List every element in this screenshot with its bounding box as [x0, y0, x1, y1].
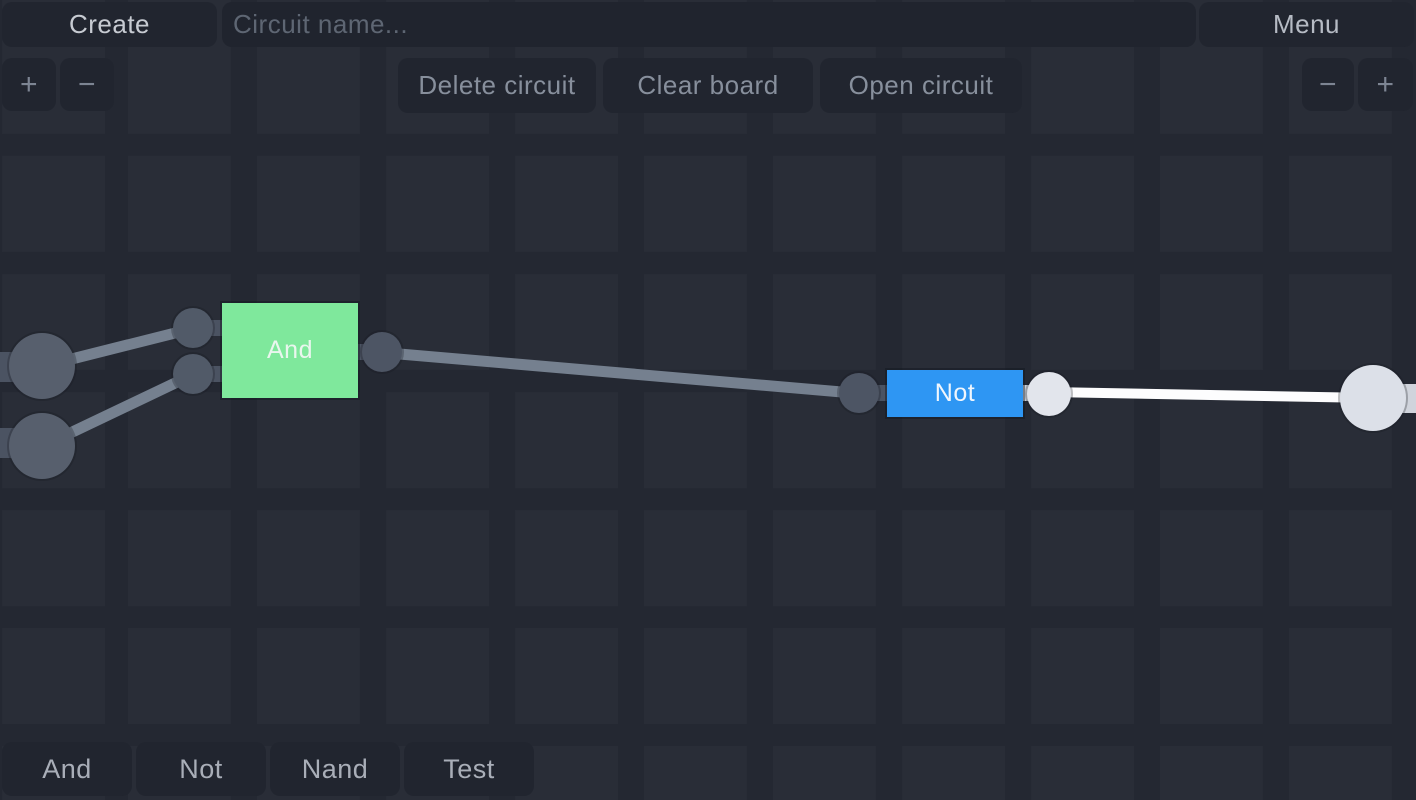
open-circuit-button[interactable]: Open circuit	[820, 58, 1022, 113]
delete-circuit-button[interactable]: Delete circuit	[398, 58, 596, 113]
not-gate-label: Not	[934, 379, 976, 407]
menu-button[interactable]: Menu	[1199, 2, 1414, 47]
board-input-node-2[interactable]	[9, 413, 75, 479]
zoom-out-button-right[interactable]: −	[1302, 58, 1354, 111]
and-gate[interactable]: And	[222, 303, 358, 398]
and-output-node[interactable]	[362, 332, 402, 372]
zoom-out-button-left[interactable]: −	[60, 58, 114, 111]
not-output-node[interactable]	[1027, 372, 1071, 416]
palette-item-not[interactable]: Not	[136, 742, 266, 796]
palette-item-nand[interactable]: Nand	[270, 742, 400, 796]
and-gate-label: And	[267, 336, 313, 364]
board-input-node-1[interactable]	[9, 333, 75, 399]
palette-item-test[interactable]: Test	[404, 742, 534, 796]
and-input-node-1[interactable]	[173, 308, 213, 348]
clear-board-button[interactable]: Clear board	[603, 58, 813, 113]
create-button[interactable]: Create	[2, 2, 217, 47]
zoom-in-button-right[interactable]: +	[1358, 58, 1413, 111]
wire-not-to-output[interactable]	[1048, 387, 1374, 403]
zoom-in-button-left[interactable]: +	[2, 58, 56, 111]
not-input-node[interactable]	[839, 373, 879, 413]
and-input-node-2[interactable]	[173, 354, 213, 394]
board-output-node[interactable]	[1340, 365, 1406, 431]
not-gate[interactable]: Not	[887, 370, 1023, 417]
wire-and-to-not[interactable]	[381, 346, 860, 399]
palette-item-and[interactable]: And	[2, 742, 132, 796]
circuit-name-input[interactable]	[222, 2, 1196, 47]
